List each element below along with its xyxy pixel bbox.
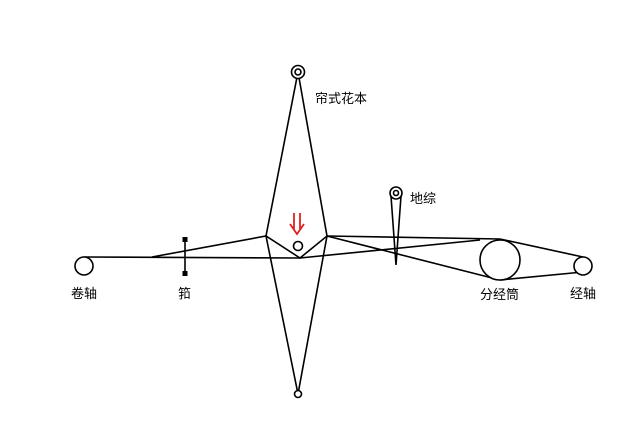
label-ground-heddle: 地综 — [410, 192, 436, 207]
reed — [182, 237, 188, 276]
label-cloth-beam: 卷轴 — [71, 286, 97, 302]
label-pattern-frame: 帘式花本 — [315, 91, 367, 107]
label-reed: 筘 — [178, 286, 191, 302]
pattern-frame — [265, 64, 328, 399]
warp-lower-path — [299, 239, 481, 259]
warp-threads — [83, 235, 584, 281]
warp-beam-roller — [573, 256, 593, 276]
label-warp-divider: 分经筒 — [480, 287, 519, 303]
warp-divider-drum — [479, 239, 521, 281]
warp-to-beam-bottom — [499, 271, 584, 281]
double-down-arrow-icon — [289, 213, 305, 236]
warp-line-cloth-beam — [83, 256, 301, 259]
ground-heddle — [389, 186, 403, 266]
warp-to-beam-top — [499, 238, 584, 258]
cloth-beam-roller — [74, 256, 94, 276]
label-warp-beam: 经轴 — [570, 287, 596, 302]
warp-under-heddle — [326, 235, 501, 281]
